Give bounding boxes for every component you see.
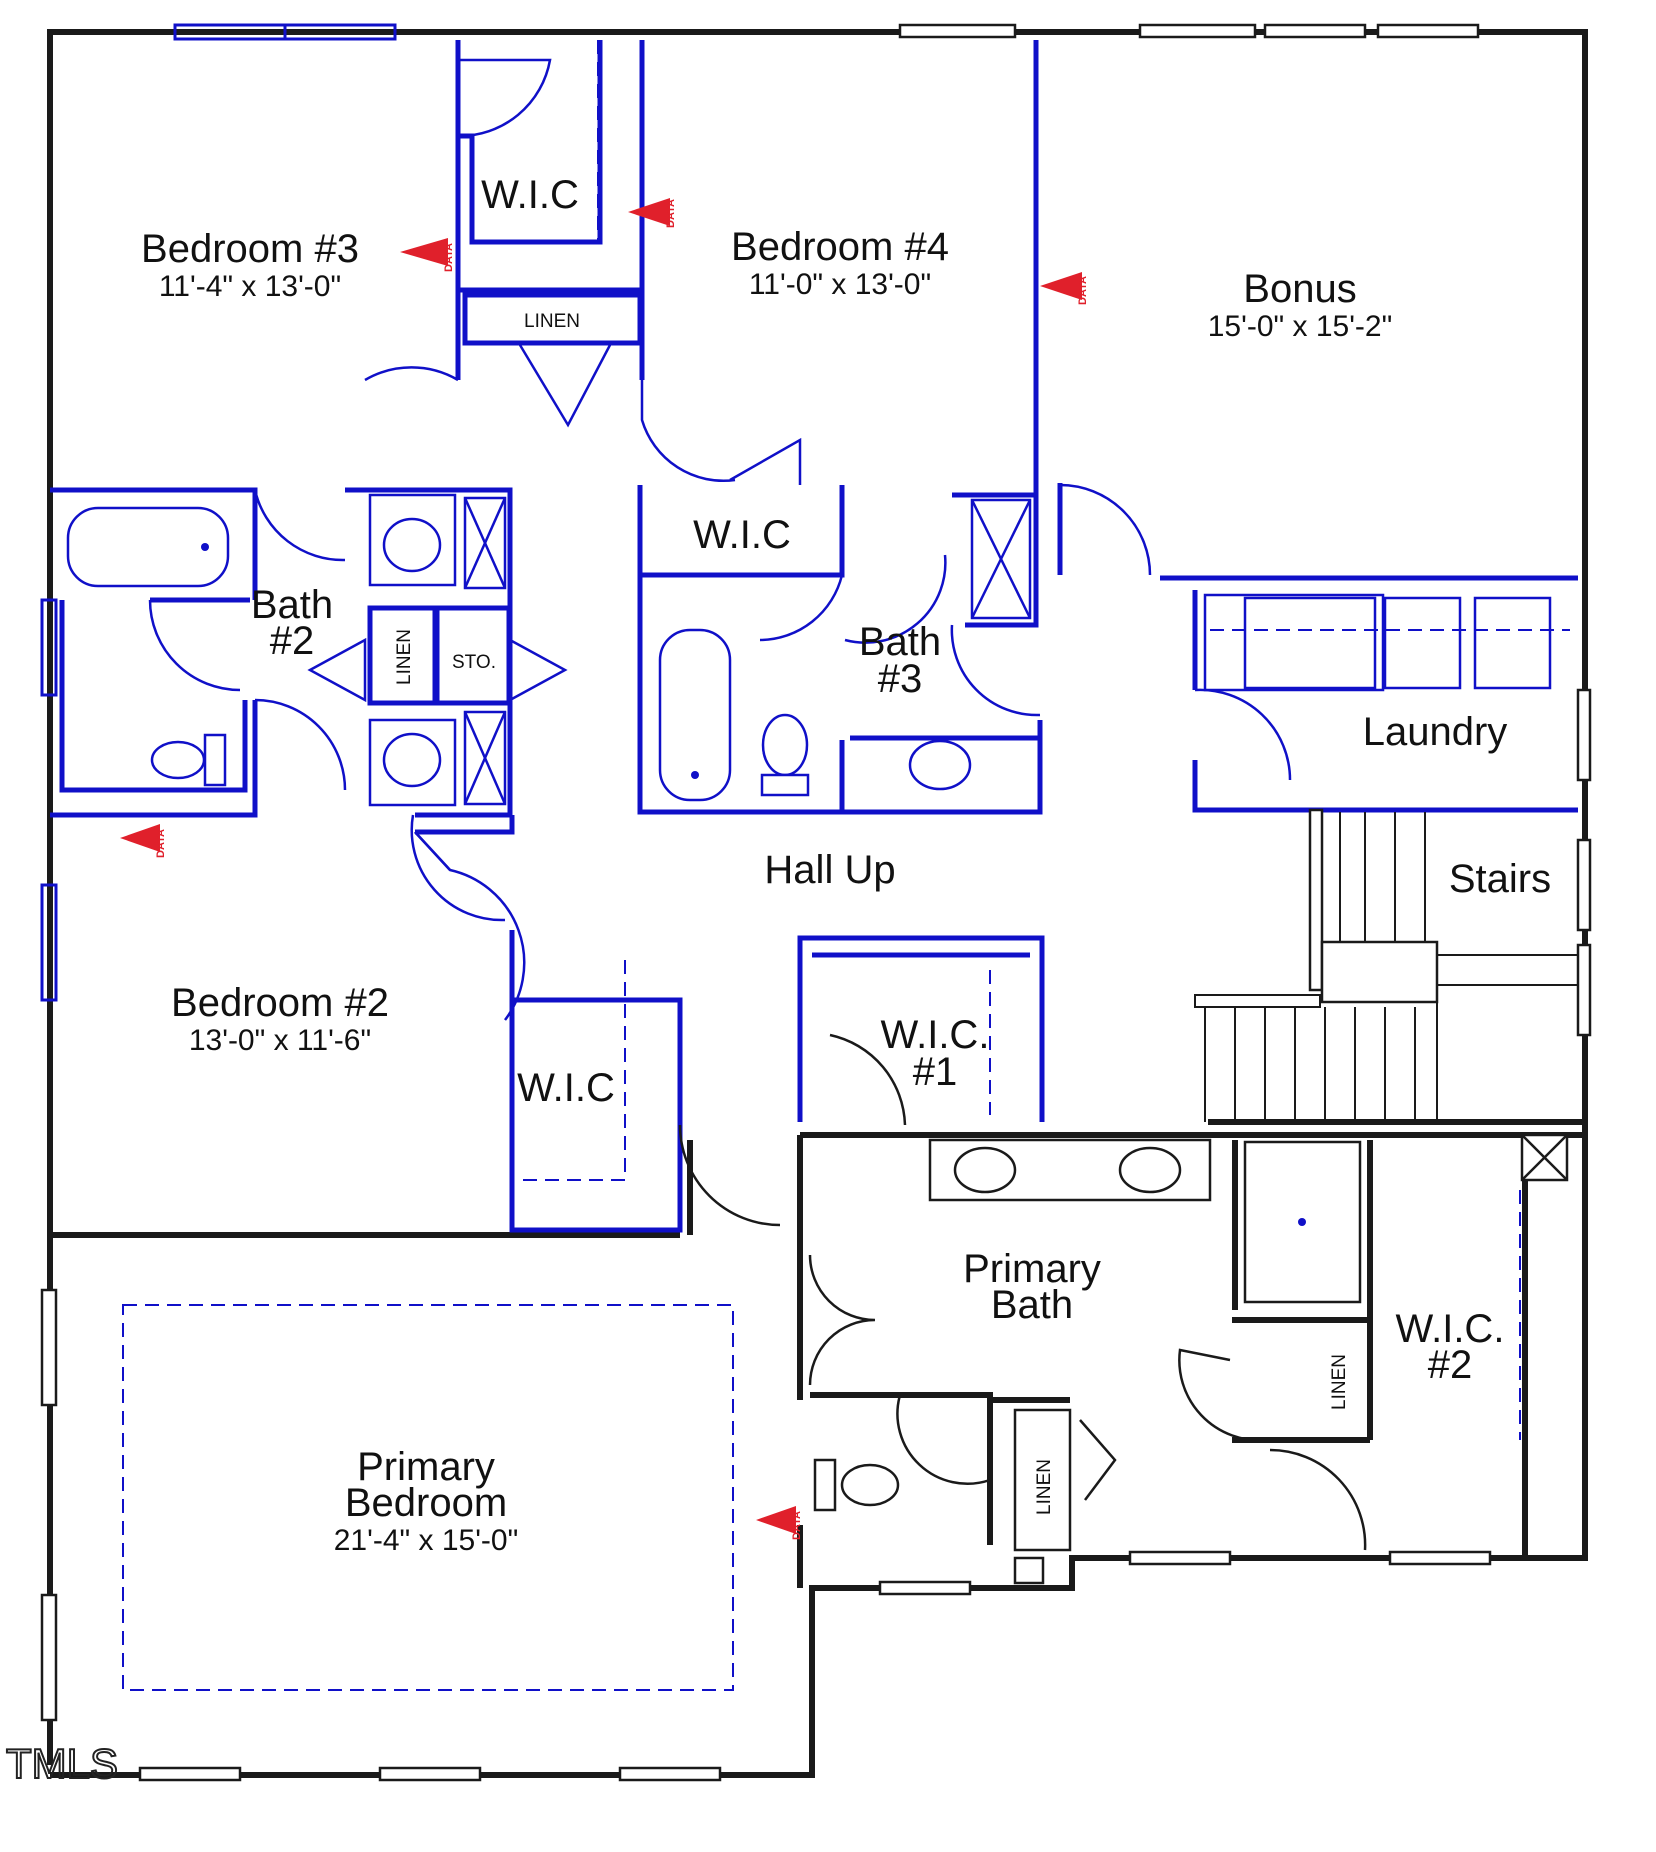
bath3-label-line2: #3 [878,657,923,701]
svg-text:DATA: DATA [791,1511,803,1540]
linen-wc-label: LINEN [1034,1459,1055,1515]
dashed-lines [122,40,1521,1691]
door-swings-black [678,1033,1367,1551]
linen-top-label: LINEN [524,311,580,332]
svg-text:DATA: DATA [1077,276,1089,305]
watermark-logo: TMLS [6,1740,118,1787]
wic1-label-line1: W.I.C. [881,1013,990,1057]
windows [40,23,1592,1782]
data-marker: DATA [628,198,677,228]
bedroom2-dims: 13'-0" x 11'-6" [189,1024,371,1057]
linen-bath2-label: LINEN [394,629,415,685]
data-marker: DATA [400,238,455,272]
room-labels: Bedroom #3 11'-4" x 13'-0" Bedroom #4 11… [141,173,1551,1557]
wic2-label-line1: W.I.C. [1396,1307,1505,1351]
stairs-graphic [1194,808,1578,1122]
data-marker: DATA [120,824,167,858]
linen-primary-bath-label: LINEN [1329,1354,1350,1410]
wic1-label-line2: #1 [913,1050,958,1094]
primary-bath-label-line2: Bath [991,1283,1073,1327]
data-marker: DATA [756,1506,803,1540]
svg-text:DATA: DATA [443,243,455,272]
exterior-walls [47,29,1588,1778]
bedroom4-dims: 11'-0" x 13'-0" [749,268,931,301]
fixtures [66,493,1570,1512]
storage-label: STO. [452,652,496,673]
door-swings [148,58,1292,1021]
stairs-label: Stairs [1449,857,1551,901]
svg-text:DATA: DATA [155,829,167,858]
primary-bedroom-label-line1: Primary [357,1445,495,1489]
bath2-label-line1: Bath [251,583,333,627]
hall-label: Hall Up [764,848,895,892]
bonus-dims: 15'-0" x 15'-2" [1208,310,1393,343]
bedroom4-label: Bedroom #4 [731,225,949,269]
bedroom2-label: Bedroom #2 [171,981,389,1025]
wic-bedroom3-label: W.I.C [481,173,579,217]
laundry-label: Laundry [1363,710,1508,754]
wic-bedroom2-label: W.I.C [517,1066,615,1110]
bonus-label: Bonus [1243,267,1356,311]
primary-bedroom-dims: 21'-4" x 15'-0" [334,1524,519,1557]
data-markers: DATA DATA DATA DATA DATA [120,198,1089,1540]
bedroom3-dims: 11'-4" x 13'-0" [159,270,341,303]
bath3-label-line1: Bath [859,620,941,664]
bath2-label-line2: #2 [270,619,315,663]
wic-bedroom4-label: W.I.C [693,513,791,557]
wic2-label-line2: #2 [1428,1343,1473,1387]
interior-walls [50,40,1578,1233]
data-marker: DATA [1040,272,1089,305]
bedroom3-label: Bedroom #3 [141,227,359,271]
primary-bath-label-line1: Primary [963,1247,1101,1291]
svg-text:DATA: DATA [665,199,677,228]
primary-bedroom-label-line2: Bedroom [345,1481,507,1525]
